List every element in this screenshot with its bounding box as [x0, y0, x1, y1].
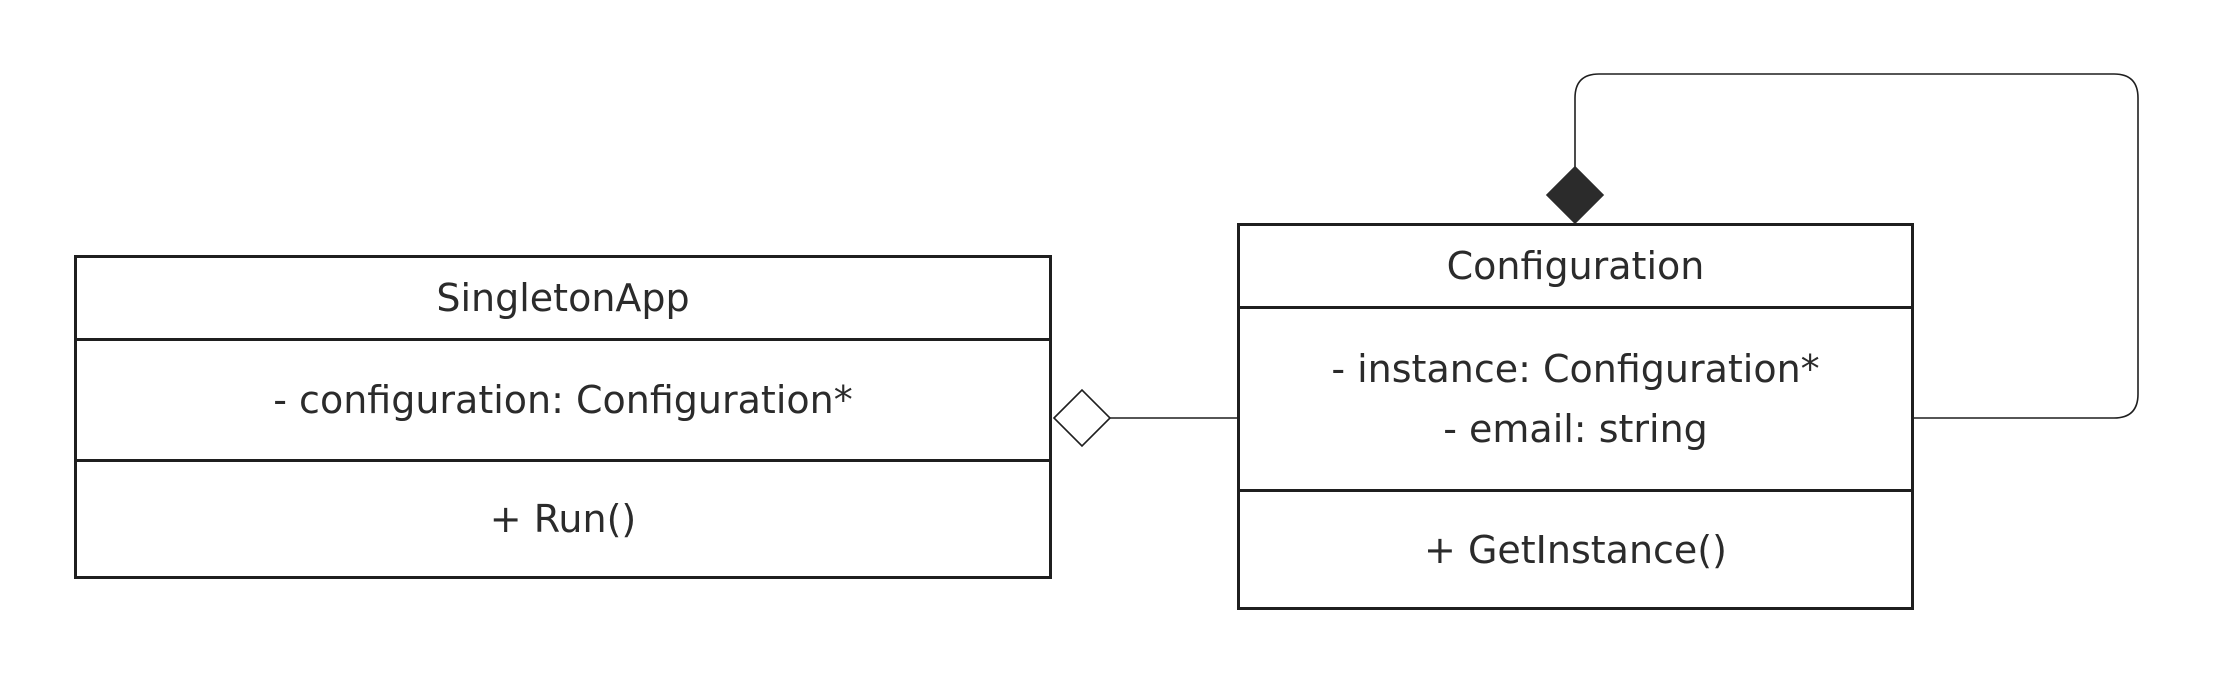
method-line: + Run()	[489, 497, 637, 541]
class-name: Configuration	[1446, 244, 1705, 288]
method-line: + GetInstance()	[1424, 527, 1727, 572]
attribute-line: - configuration: Configuration*	[273, 378, 853, 422]
attribute-line: - email: string	[1443, 407, 1708, 451]
attributes-compartment: - instance: Configuration* - email: stri…	[1240, 306, 1911, 489]
methods-compartment: + Run()	[77, 459, 1049, 576]
class-box-configuration[interactable]: Configuration - instance: Configuration*…	[1237, 223, 1914, 610]
methods-compartment: + GetInstance()	[1240, 489, 1911, 607]
attribute-line: - instance: Configuration*	[1331, 347, 1820, 391]
composition-self-loop-line	[1574, 73, 2139, 419]
class-name-compartment: SingletonApp	[77, 258, 1049, 338]
class-box-singleton-app[interactable]: SingletonApp - configuration: Configurat…	[74, 255, 1052, 579]
class-name: SingletonApp	[436, 276, 690, 320]
attributes-compartment: - configuration: Configuration*	[77, 338, 1049, 459]
composition-filled-diamond-icon	[1545, 165, 1605, 225]
class-name-compartment: Configuration	[1240, 226, 1911, 306]
aggregation-hollow-diamond-icon	[1052, 388, 1112, 448]
